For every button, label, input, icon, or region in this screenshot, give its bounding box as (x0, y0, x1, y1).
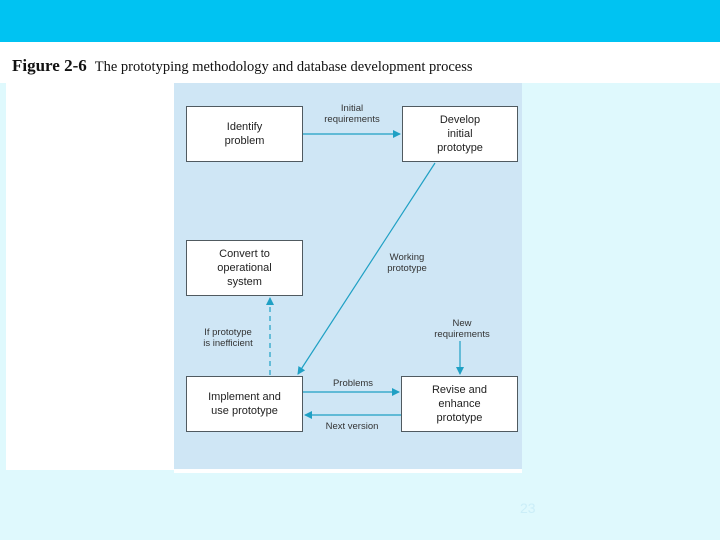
convert-system-box: Convert to operational system (186, 240, 303, 296)
label-initial-requirements: Initial requirements (324, 103, 380, 125)
label-if-inefficient: If prototype is inefficient (203, 327, 253, 349)
label-working-prototype: Working prototype (387, 252, 427, 274)
figure-title: The prototyping methodology and database… (94, 59, 473, 75)
arrow-working-prototype (297, 162, 436, 375)
label-next-version: Next version (325, 421, 379, 432)
label-new-requirements: New requirements (434, 318, 490, 340)
label-problems: Problems (332, 378, 374, 389)
figure-caption: Figure 2-6 The prototyping methodology an… (12, 56, 472, 76)
revise-prototype-box: Revise and enhance prototype (401, 376, 518, 432)
header-bar (0, 0, 720, 42)
left-panel (6, 83, 174, 470)
develop-prototype-box: Develop initial prototype (402, 106, 518, 162)
implement-prototype-box: Implement and use prototype (186, 376, 303, 432)
caption-strip (0, 42, 720, 83)
figure-number: Figure 2-6 (12, 56, 87, 75)
diagram-bottom-strip (174, 469, 522, 473)
page-number: 23 (520, 500, 536, 516)
identify-problem-box: Identify problem (186, 106, 303, 162)
